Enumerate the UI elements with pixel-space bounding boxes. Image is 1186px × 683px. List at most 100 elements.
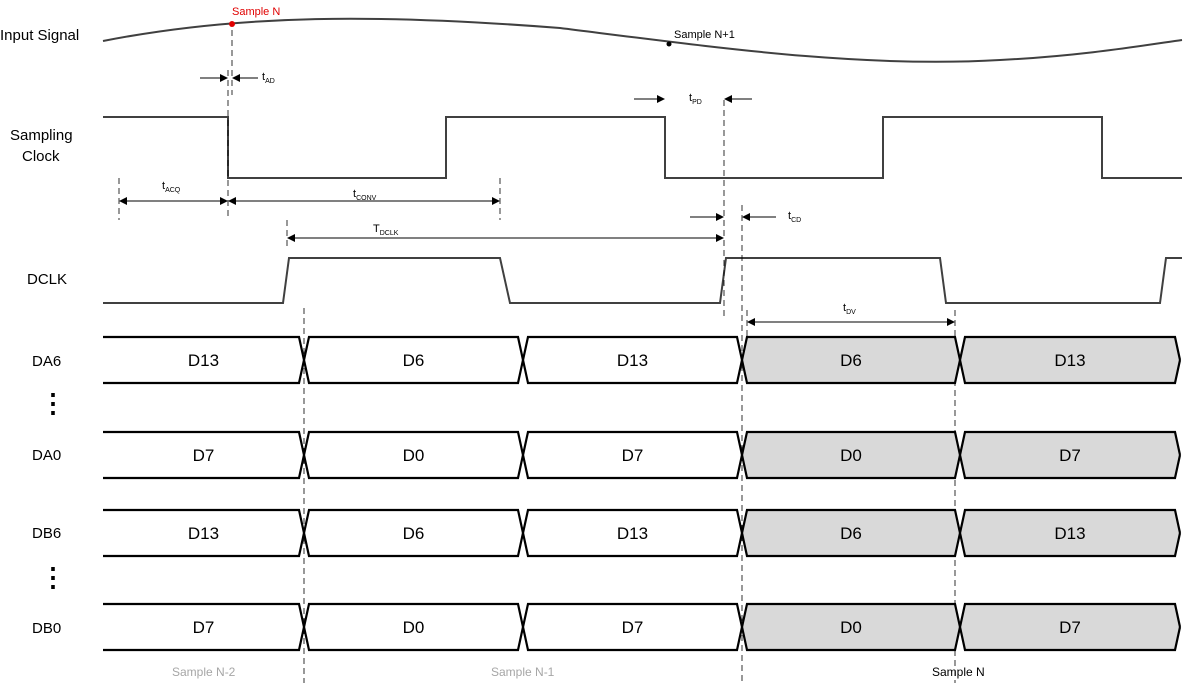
footer-sample-n1: Sample N-1	[491, 665, 555, 679]
db0-segment-bottom-edge	[521, 626, 744, 652]
db0-label: DB0	[32, 620, 61, 637]
db0-segment-fill	[103, 604, 304, 650]
da0-segment-label: D7	[622, 446, 644, 465]
tdclk-label: TDCLK	[373, 223, 399, 237]
db6-segment-fill	[523, 510, 742, 556]
tdclk-annotation: TDCLK	[287, 223, 724, 242]
da0-segment-bottom-edge	[103, 454, 306, 480]
da6-segment-fill	[960, 337, 1180, 383]
dclk-waveform	[103, 257, 1182, 304]
tdv-label: tDV	[843, 302, 856, 316]
ellipsis-da: ⋮	[40, 388, 66, 418]
db0-segment-fill	[523, 604, 742, 650]
da6-segment-fill	[304, 337, 523, 383]
da6-segment-bottom-edge	[103, 359, 306, 385]
db6-segment-fill	[304, 510, 523, 556]
sampling-clock-label-line2: Clock	[22, 148, 60, 165]
da0-segment-label: D7	[193, 446, 215, 465]
db0-segment-bottom-edge	[302, 626, 525, 652]
da0-segment-bottom-edge	[740, 454, 962, 480]
da6-segment-label: D13	[617, 351, 648, 370]
da6-segment-label: D6	[403, 351, 425, 370]
input-signal-curve	[102, 17, 1183, 63]
da0-segment-fill	[304, 432, 523, 478]
db6-segment-fill	[742, 510, 960, 556]
db6-segment-bottom-edge	[103, 532, 306, 558]
tdv-annotation: tDV	[747, 302, 955, 326]
dclk-label: DCLK	[27, 271, 67, 288]
sample-n-label: Sample N	[232, 6, 280, 18]
footer-sample-n: Sample N	[932, 665, 985, 679]
tcd-label: tCD	[788, 210, 801, 224]
da0-segment-top-edge	[103, 430, 306, 456]
db6-label: DB6	[32, 525, 61, 542]
sample-n-marker	[229, 21, 235, 27]
sampling-clock-label-line1: Sampling	[10, 127, 73, 144]
db0-segment-bottom-edge	[103, 626, 306, 652]
db6-segment-top-edge	[302, 508, 525, 534]
da6-segment-top-edge	[958, 335, 1182, 361]
da0-segment-fill	[742, 432, 960, 478]
db0-segment-bottom-edge	[958, 626, 1182, 652]
da6-segment-bottom-edge	[521, 359, 744, 385]
da6-label: DA6	[32, 353, 61, 370]
da6-segment-bottom-edge	[302, 359, 525, 385]
db6-segment-label: D13	[1054, 524, 1085, 543]
da6-segment-top-edge	[740, 335, 962, 361]
sample-n1-marker	[666, 41, 672, 47]
db6-segment-bottom-edge	[958, 532, 1182, 558]
da6-segment-top-edge	[302, 335, 525, 361]
da6-segment-label: D6	[840, 351, 862, 370]
db6-segment-top-edge	[740, 508, 962, 534]
db6-segment-fill	[103, 510, 304, 556]
db0-segment-fill	[742, 604, 960, 650]
da6-segment-top-edge	[521, 335, 744, 361]
da0-segment-bottom-edge	[958, 454, 1182, 480]
db6-segment-bottom-edge	[302, 532, 525, 558]
da0-segment-label: D0	[403, 446, 425, 465]
db0-segment-top-edge	[103, 602, 306, 628]
tacq-annotation: tACQ	[119, 180, 228, 205]
tconv-annotation: tCONV	[228, 188, 500, 205]
da0-segment-bottom-edge	[521, 454, 744, 480]
db6-segment-bottom-edge	[740, 532, 962, 558]
tacq-label: tACQ	[162, 180, 181, 194]
db6-segment-fill	[960, 510, 1180, 556]
tpd-label: tPD	[689, 92, 702, 106]
da0-segment-fill	[960, 432, 1180, 478]
da6-segment-bottom-edge	[958, 359, 1182, 385]
db6-segment-top-edge	[521, 508, 744, 534]
db0-segment-fill	[304, 604, 523, 650]
db0-segment-top-edge	[740, 602, 962, 628]
da0-segment-top-edge	[302, 430, 525, 456]
da0-segment-bottom-edge	[302, 454, 525, 480]
da6-segment-label: D13	[188, 351, 219, 370]
da0-segment-label: D0	[840, 446, 862, 465]
db0-segment-label: D7	[193, 618, 215, 637]
da0-segment-top-edge	[521, 430, 744, 456]
db0-segment-fill	[960, 604, 1180, 650]
da6-segment-fill	[523, 337, 742, 383]
da6-segment-fill	[742, 337, 960, 383]
da0-segment-top-edge	[740, 430, 962, 456]
db6-segment-top-edge	[958, 508, 1182, 534]
db0-segment-top-edge	[302, 602, 525, 628]
da0-label: DA0	[32, 447, 61, 464]
db0-segment-label: D7	[1059, 618, 1081, 637]
da0-segment-fill	[523, 432, 742, 478]
db6-segment-label: D13	[617, 524, 648, 543]
da6-segment-top-edge	[103, 335, 306, 361]
tad-annotation: tAD	[200, 71, 275, 85]
tad-label: tAD	[262, 71, 275, 85]
db0-segment-bottom-edge	[740, 626, 962, 652]
da6-segment-bottom-edge	[740, 359, 962, 385]
tconv-label: tCONV	[353, 188, 377, 202]
tpd-annotation: tPD	[634, 92, 752, 106]
footer-sample-n2: Sample N-2	[172, 665, 236, 679]
sample-n1-label: Sample N+1	[674, 29, 735, 41]
db6-segment-top-edge	[103, 508, 306, 534]
da6-segment-fill	[103, 337, 304, 383]
ellipsis-db: ⋮	[40, 562, 66, 592]
db6-segment-label: D6	[403, 524, 425, 543]
